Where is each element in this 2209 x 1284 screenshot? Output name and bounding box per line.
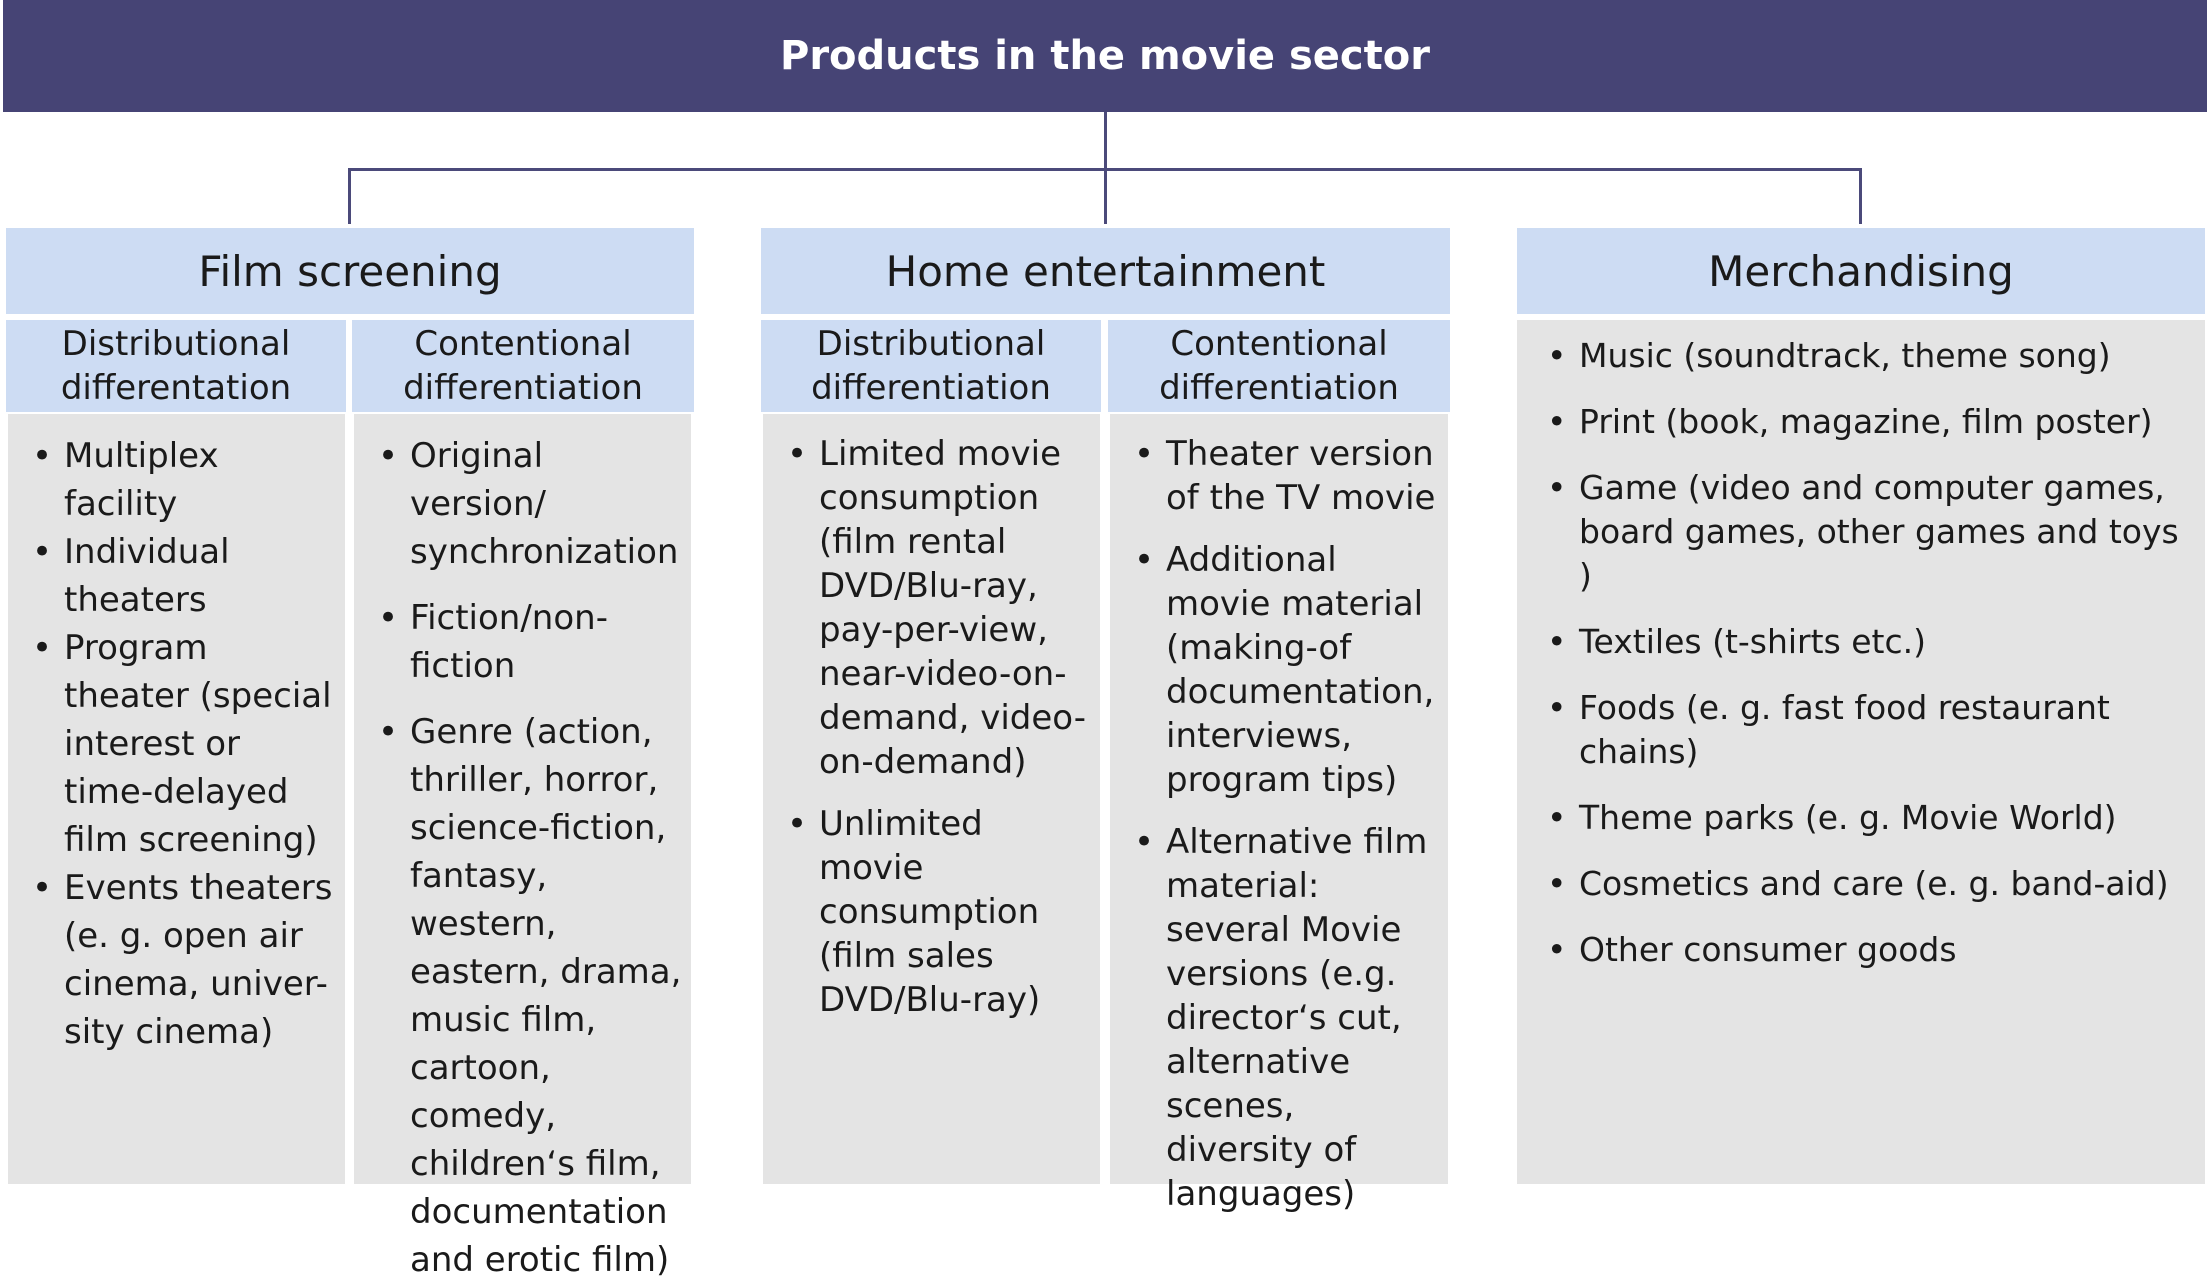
home-contentional-panel: Theater version of the TV movie Addition… <box>1110 414 1448 1214</box>
list-item: Fiction/non-fiction <box>364 594 687 690</box>
list-item: Alternative film material: several Movie… <box>1120 820 1442 1216</box>
list-item: Game (video and computer games, board ga… <box>1533 466 2199 598</box>
section-film-screening-header: Film screening <box>6 228 694 314</box>
list-item: Genre (action, thriller, horror, science… <box>364 708 687 1284</box>
list-item: Other consumer goods <box>1533 928 2199 972</box>
list-item: Print (book, magazine, film poster) <box>1533 400 2199 444</box>
list-item: Additional movie material (making-of doc… <box>1120 538 1442 802</box>
merchandising-list: Music (soundtrack, theme song) Print (bo… <box>1533 334 2199 972</box>
list-item: Cosmetics and care (e. g. band-aid) <box>1533 862 2199 906</box>
home-contentional-list: Theater version of the TV movie Addition… <box>1120 432 1442 1216</box>
connector-horizontal <box>348 168 1862 171</box>
list-item: Theater version of the TV movie <box>1120 432 1442 520</box>
diagram-title: Products in the movie sector <box>3 0 2207 112</box>
film-contentional-list: Original version/ synchronization Fictio… <box>364 432 687 1284</box>
film-distributional-list: Multiplex facility Individual theaters P… <box>18 432 337 1056</box>
home-distributional-list: Limited movie consumption (film rental D… <box>773 432 1092 1022</box>
connector-right <box>1859 168 1862 224</box>
list-item: Program theater (special interest or tim… <box>18 624 337 864</box>
list-item: Unlimited movie consumption (film sales … <box>773 802 1092 1022</box>
connector-left <box>348 168 351 224</box>
merchandising-panel: Music (soundtrack, theme song) Print (bo… <box>1517 320 2205 1184</box>
list-item: Individual theaters <box>18 528 337 624</box>
list-item: Foods (e. g. fast food restaurant chains… <box>1533 686 2199 774</box>
list-item: Textiles (t-shirts etc.) <box>1533 620 2199 664</box>
film-contentional-panel: Original version/ synchronization Fictio… <box>354 414 691 1280</box>
list-item: Multiplex facility <box>18 432 337 528</box>
section-merchandising-header: Merchandising <box>1517 228 2205 314</box>
list-item: Theme parks (e. g. Movie World) <box>1533 796 2199 840</box>
list-item: Original version/ synchronization <box>364 432 687 576</box>
home-distributional-panel: Limited movie consumption (film rental D… <box>763 414 1100 1184</box>
list-item: Limited movie consumption (film rental D… <box>773 432 1092 784</box>
list-item: Music (soundtrack, theme song) <box>1533 334 2199 378</box>
section-home-entertainment-header: Home entertainment <box>761 228 1450 314</box>
film-distributional-panel: Multiplex facility Individual theaters P… <box>8 414 345 1184</box>
list-item: Events theaters (e. g. open air cinema, … <box>18 864 337 1056</box>
